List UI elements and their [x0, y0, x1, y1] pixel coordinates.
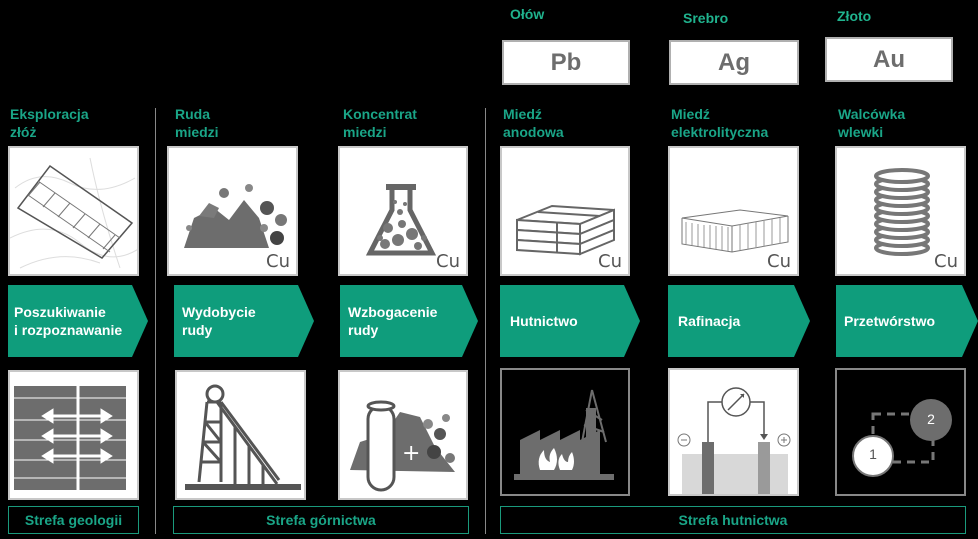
zone-geology: Strefa geologii	[8, 506, 139, 534]
anode-plates-icon	[516, 204, 615, 256]
cathode-sheets-icon	[681, 209, 789, 253]
process-arrow-exploration: Poszukiwanie i rozpoznawanie	[8, 285, 148, 357]
flask-icon	[365, 184, 437, 256]
mine-shaft-tile	[175, 370, 306, 500]
metal-label-silver: Srebro	[683, 10, 729, 26]
test-tube-icon: +	[350, 400, 455, 492]
metal-label-gold: Złoto	[837, 8, 872, 24]
stage-title-exploration: Eksploracja złóż	[10, 106, 89, 140]
ore-rocks-icon	[184, 184, 287, 248]
metal-box-gold: Au	[825, 37, 953, 82]
electrolytic-copper-tile: Cu	[668, 146, 799, 276]
copper-symbol: Cu	[934, 251, 958, 272]
stage-title-electrolytic: Miedź elektrolityczna	[671, 106, 769, 140]
stage-title-concentrate: Koncentrat miedzi	[343, 106, 417, 140]
copper-symbol: Cu	[436, 251, 460, 272]
stage-title-ore: Ruda miedzi	[175, 106, 219, 140]
process-label: Rafinacja	[678, 313, 741, 329]
wire-coil-icon	[874, 168, 930, 256]
ore-sample-tile: +	[338, 370, 468, 500]
factory-icon	[514, 389, 614, 480]
step-two-label: 2	[927, 411, 935, 427]
process-arrow-processing: Przetwórstwo	[836, 285, 978, 357]
svg-text:+: +	[402, 441, 420, 466]
copper-symbol: Cu	[598, 251, 622, 272]
copper-concentrate-tile: Cu	[338, 146, 468, 276]
process-arrow-mining: Wydobycie rudy	[174, 285, 314, 357]
wire-rod-tile: Cu	[835, 146, 966, 276]
metal-label-lead: Ołów	[510, 6, 545, 22]
process-arrow-beneficiation: Wzbogacenie rudy	[340, 285, 478, 357]
metal-box-silver: Ag	[669, 40, 799, 85]
step-one-label: 1	[869, 446, 877, 462]
process-label: Przetwórstwo	[844, 313, 936, 329]
zone-mining: Strefa górnictwa	[173, 506, 469, 534]
copper-symbol: Cu	[767, 251, 791, 272]
copper-ore-tile: Cu	[167, 146, 298, 276]
process-arrow-smelting: Hutnictwo	[500, 285, 640, 357]
zone-separator	[485, 108, 486, 534]
smelter-tile	[500, 368, 630, 496]
deposit-map-tile	[8, 146, 139, 276]
zone-separator	[155, 108, 156, 534]
geology-section-tile	[8, 370, 139, 500]
process-label: Wydobycie rudy	[182, 304, 256, 338]
stage-title-anode: Miedź anodowa	[503, 106, 564, 140]
process-label: Wzbogacenie rudy	[348, 304, 438, 338]
stage-title-wire: Walcówka wlewki	[838, 106, 906, 140]
electrolysis-tile	[668, 368, 799, 496]
anode-copper-tile: Cu	[500, 146, 630, 276]
process-arrow-refining: Rafinacja	[668, 285, 810, 357]
process-steps-icon	[852, 399, 952, 477]
metal-box-lead: Pb	[502, 40, 630, 85]
geology-drill-icon	[10, 382, 137, 492]
zone-metallurgy: Strefa hutnictwa	[500, 506, 966, 534]
deposit-map-icon	[10, 157, 137, 269]
mine-headframe-icon	[185, 384, 301, 490]
process-label: Hutnictwo	[510, 313, 578, 329]
copper-symbol: Cu	[266, 251, 290, 272]
processing-tile: 1 2	[835, 368, 966, 496]
process-label: Poszukiwanie i rozpoznawanie	[14, 304, 123, 338]
electrolysis-cell-icon	[677, 387, 791, 494]
